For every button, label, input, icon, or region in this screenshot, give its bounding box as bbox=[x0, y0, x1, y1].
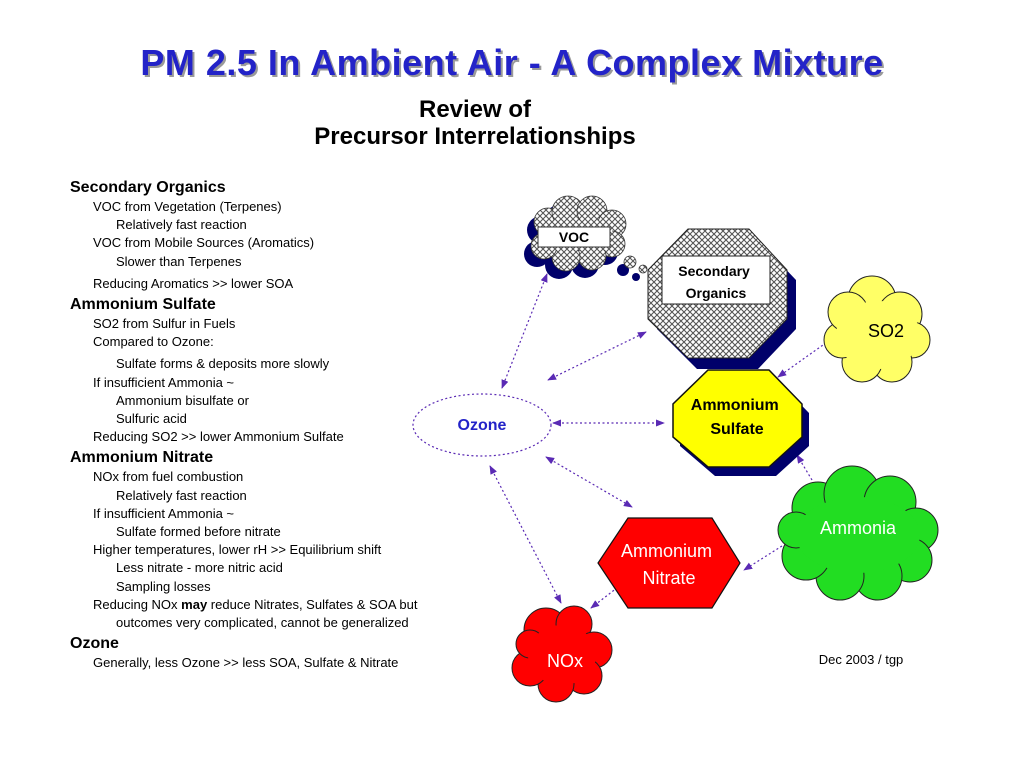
arrow-ozone-ammonium-nitrate bbox=[545, 456, 633, 508]
arrow-ammonia-ammonium-sulfate bbox=[796, 454, 813, 481]
list-item: Generally, less Ozone >> less SOA, Sulfa… bbox=[93, 655, 399, 671]
section-heading: Secondary Organics bbox=[70, 179, 226, 196]
section-heading: Ammonium Nitrate bbox=[70, 449, 214, 467]
voc-cloud: VOC bbox=[524, 195, 648, 281]
list-item: Reducing Aromatics >> lower SOA bbox=[93, 275, 294, 291]
page-title: PM 2.5 In Ambient Air - A Complex Mixtur… bbox=[140, 42, 884, 83]
subtitle: Review of Precursor Interrelationships bbox=[250, 96, 700, 150]
node-secondary-organics-line-1: Secondary bbox=[678, 263, 750, 279]
node-ammonium-nitrate-line-2: Nitrate bbox=[642, 568, 695, 588]
footer-date: Dec 2003 / tgp bbox=[818, 652, 904, 667]
section-heading: Ammonium Sulfate bbox=[70, 296, 216, 314]
ammonium-sulfate-octagon: Ammonium Sulfate bbox=[672, 369, 809, 476]
node-ammonium-sulfate-line-2: Sulfate bbox=[710, 421, 763, 438]
list-item: NOx from fuel combustion bbox=[93, 469, 244, 485]
list-item: Relatively fast reaction bbox=[116, 217, 247, 233]
subtitle-line-1: Review of bbox=[418, 96, 532, 123]
node-voc-label: VOC bbox=[559, 229, 589, 245]
list-item: Compared to Ozone: bbox=[93, 334, 214, 350]
list-item: Ammonium bisulfate or bbox=[116, 392, 249, 408]
connector-arrows bbox=[489, 273, 831, 609]
list-item-text-after: reduce Nitrates, Sulfates & SOA but bbox=[207, 596, 418, 612]
secondary-organics-octagon: Secondary Organics bbox=[647, 228, 796, 369]
arrow-ozone-nox bbox=[489, 465, 562, 604]
list-item: SO2 from Sulfur in Fuels bbox=[93, 316, 236, 332]
list-item: Slower than Terpenes bbox=[116, 253, 242, 269]
node-so2-label: SO2 bbox=[868, 321, 904, 341]
nox-cloud: NOx bbox=[511, 605, 613, 703]
arrow-voc-ozone bbox=[501, 273, 548, 389]
node-secondary-organics-line-2: Organics bbox=[686, 285, 747, 301]
list-item: Higher temperatures, lower rH >> Equilib… bbox=[93, 542, 382, 558]
svg-text:Ammonium Nitrate: Ammonium Nitrate bbox=[621, 541, 717, 588]
list-item-emphasis: may bbox=[181, 596, 208, 612]
list-item: If insufficient Ammonia ~ bbox=[93, 505, 235, 521]
section-heading: Ozone bbox=[70, 635, 119, 653]
list-item: outcomes very complicated, cannot be gen… bbox=[116, 615, 409, 631]
list-item: Reducing NOx may reduce Nitrates, Sulfat… bbox=[70, 596, 490, 614]
list-item: Sulfate formed before nitrate bbox=[116, 524, 281, 540]
list-item-text: Reducing NOx bbox=[93, 596, 182, 612]
list-item: Sampling losses bbox=[116, 578, 211, 594]
list-item: VOC from Mobile Sources (Aromatics) bbox=[93, 235, 315, 251]
arrow-ozone-secondary-organics bbox=[547, 331, 647, 381]
ammonium-nitrate-hexagon: Ammonium Nitrate bbox=[597, 517, 741, 609]
list-item: Sulfate forms & deposits more slowly bbox=[116, 356, 330, 372]
list-item: Sulfuric acid bbox=[116, 411, 187, 427]
arrow-ammonia-ammonium-nitrate bbox=[743, 545, 783, 571]
so2-cloud: SO2 bbox=[823, 275, 931, 383]
node-ammonium-nitrate-line-1: Ammonium bbox=[621, 541, 712, 561]
list-item: Reducing SO2 >> lower Ammonium Sulfate bbox=[93, 429, 344, 445]
list-item: If insufficient Ammonia ~ bbox=[93, 374, 235, 390]
svg-text:Ammonium Sulfate: Ammonium Sulfate bbox=[691, 397, 783, 438]
node-nox-label: NOx bbox=[547, 651, 583, 671]
ammonia-cloud: Ammonia bbox=[777, 465, 939, 601]
svg-text:Secondary Organics: Secondary Organics bbox=[678, 263, 753, 301]
node-ozone-label: Ozone bbox=[458, 417, 507, 434]
subtitle-line-2: Precursor Interrelationships bbox=[314, 123, 636, 150]
node-ammonia-label: Ammonia bbox=[820, 518, 897, 538]
arrow-so2-ammonium-sulfate bbox=[777, 339, 831, 378]
node-ammonium-sulfate-line-1: Ammonium bbox=[691, 397, 779, 414]
list-item: Relatively fast reaction bbox=[116, 487, 247, 503]
list-item: Less nitrate - more nitric acid bbox=[116, 560, 283, 576]
ozone-ellipse: Ozone bbox=[412, 393, 552, 457]
list-item: VOC from Vegetation (Terpenes) bbox=[93, 199, 282, 214]
